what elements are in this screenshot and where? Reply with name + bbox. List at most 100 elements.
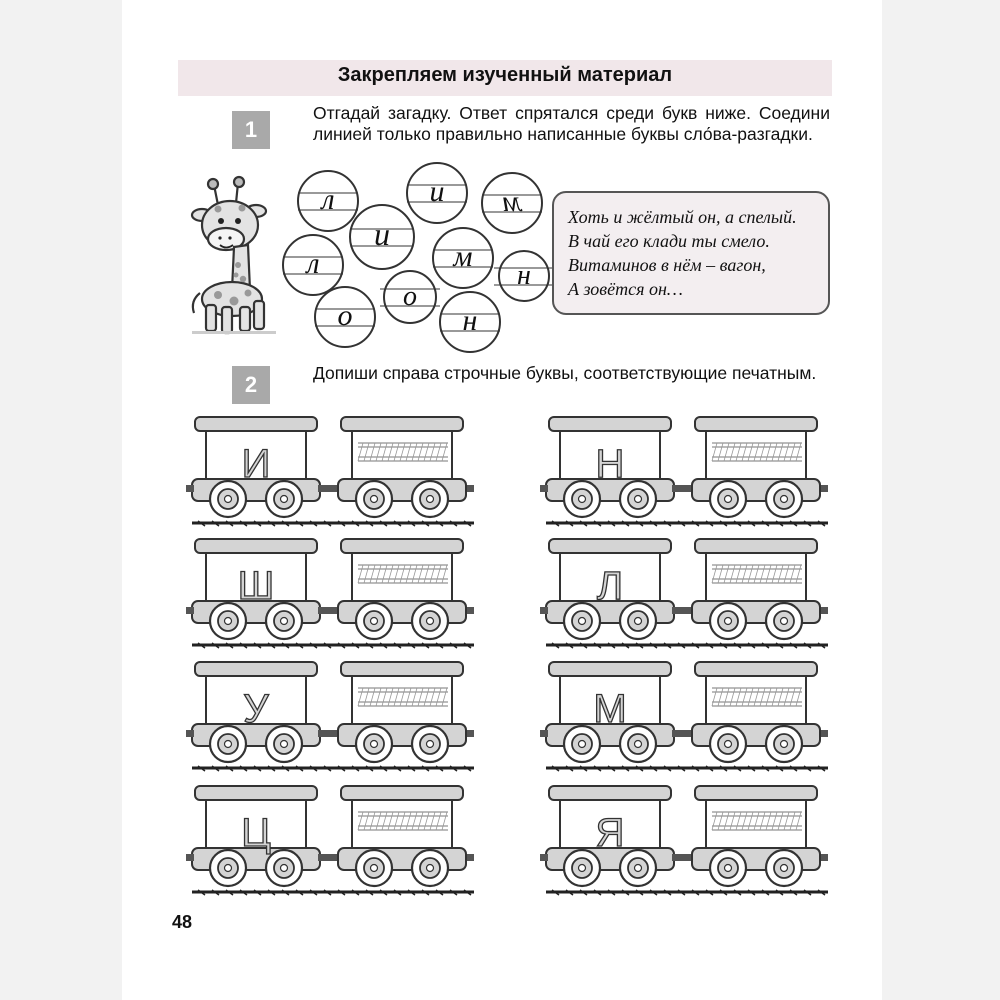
writing-wagon[interactable]	[337, 785, 467, 888]
writing-wagon[interactable]	[691, 538, 821, 641]
writing-wagon[interactable]	[691, 661, 821, 764]
slant-line	[399, 564, 406, 584]
sleeper	[579, 520, 588, 527]
sleeper	[281, 765, 290, 772]
letter-circle[interactable]: и	[406, 162, 468, 224]
slant-line	[717, 811, 724, 831]
sleeper	[267, 520, 276, 527]
slant-line	[741, 811, 748, 831]
sleeper	[691, 765, 700, 772]
sleeper	[211, 765, 220, 772]
wheel	[618, 848, 658, 888]
circle-letter: н	[463, 304, 478, 337]
sleeper	[677, 889, 686, 896]
sleeper	[379, 642, 388, 649]
letter-circles: л и м и л м н о о н	[282, 162, 555, 353]
wheel	[264, 601, 304, 641]
slant-line	[393, 442, 400, 462]
sleeper	[309, 765, 318, 772]
writing-wagon[interactable]	[691, 416, 821, 519]
letter-circle[interactable]: л	[282, 234, 344, 296]
coupler	[540, 854, 548, 861]
slant-line	[429, 564, 436, 584]
sleeper	[761, 520, 770, 527]
sleeper	[691, 520, 700, 527]
letter-circle[interactable]: м	[432, 227, 494, 289]
slant-line	[765, 564, 772, 584]
slant-line	[435, 687, 442, 707]
coupler	[672, 607, 692, 614]
sleeper	[337, 889, 346, 896]
sleeper	[197, 889, 206, 896]
slant-line	[369, 687, 376, 707]
sleeper	[803, 520, 812, 527]
circle-letter: н	[517, 260, 531, 291]
sleeper	[435, 642, 444, 649]
sleeper	[393, 642, 402, 649]
sleeper	[463, 889, 472, 896]
letter-circle[interactable]: о	[314, 286, 376, 348]
letter-wagon: И	[191, 416, 321, 519]
wheel	[354, 479, 394, 519]
title-band	[178, 60, 832, 96]
sleeper	[211, 520, 220, 527]
sleeper	[565, 889, 574, 896]
slant-line	[783, 442, 790, 462]
coupler	[672, 730, 692, 737]
slant-line	[357, 687, 364, 707]
wheel	[264, 724, 304, 764]
sleeper	[295, 642, 304, 649]
riddle-line: Витаминов в нём – вагон,	[568, 255, 766, 275]
slant-line	[741, 564, 748, 584]
slant-line	[795, 442, 802, 462]
coupler	[186, 607, 194, 614]
sleeper	[393, 889, 402, 896]
letter-circle[interactable]: л	[297, 170, 359, 232]
sleeper	[253, 889, 262, 896]
sleeper	[295, 520, 304, 527]
writing-wagon[interactable]	[337, 538, 467, 641]
slant-line	[441, 564, 448, 584]
slant-line	[735, 442, 742, 462]
letter-wagon: Я	[545, 785, 675, 888]
letter-circle[interactable]: н	[493, 250, 555, 302]
slant-line	[723, 811, 730, 831]
sleeper	[579, 765, 588, 772]
coupler	[466, 730, 474, 737]
slant-line	[363, 687, 370, 707]
sleeper	[579, 642, 588, 649]
writing-wagon[interactable]	[337, 661, 467, 764]
letter-circle[interactable]: о	[379, 270, 441, 324]
letter-circle[interactable]: м	[481, 172, 543, 234]
slant-line	[777, 564, 784, 584]
slant-line	[375, 564, 382, 584]
sleeper	[421, 520, 430, 527]
sleeper	[323, 642, 332, 649]
wheel	[708, 479, 748, 519]
writing-wagon[interactable]	[337, 416, 467, 519]
sleeper	[677, 642, 686, 649]
wheel	[410, 724, 450, 764]
sleeper	[817, 889, 826, 896]
letter-circle[interactable]: и	[349, 204, 415, 270]
sleeper	[817, 642, 826, 649]
slant-line	[789, 811, 796, 831]
slant-line	[441, 811, 448, 831]
sleeper	[197, 520, 206, 527]
sleeper	[239, 642, 248, 649]
slant-line	[393, 811, 400, 831]
sleeper	[677, 520, 686, 527]
slant-line	[429, 811, 436, 831]
slant-line	[783, 564, 790, 584]
letter-circle[interactable]: н	[439, 291, 501, 353]
coupler	[318, 854, 338, 861]
wheel	[562, 601, 602, 641]
coupler	[186, 730, 194, 737]
slant-line	[423, 442, 430, 462]
slant-line	[417, 564, 424, 584]
writing-wagon[interactable]	[691, 785, 821, 888]
sleeper	[407, 889, 416, 896]
slant-line	[435, 442, 442, 462]
sleeper	[323, 765, 332, 772]
coupler	[672, 485, 692, 492]
